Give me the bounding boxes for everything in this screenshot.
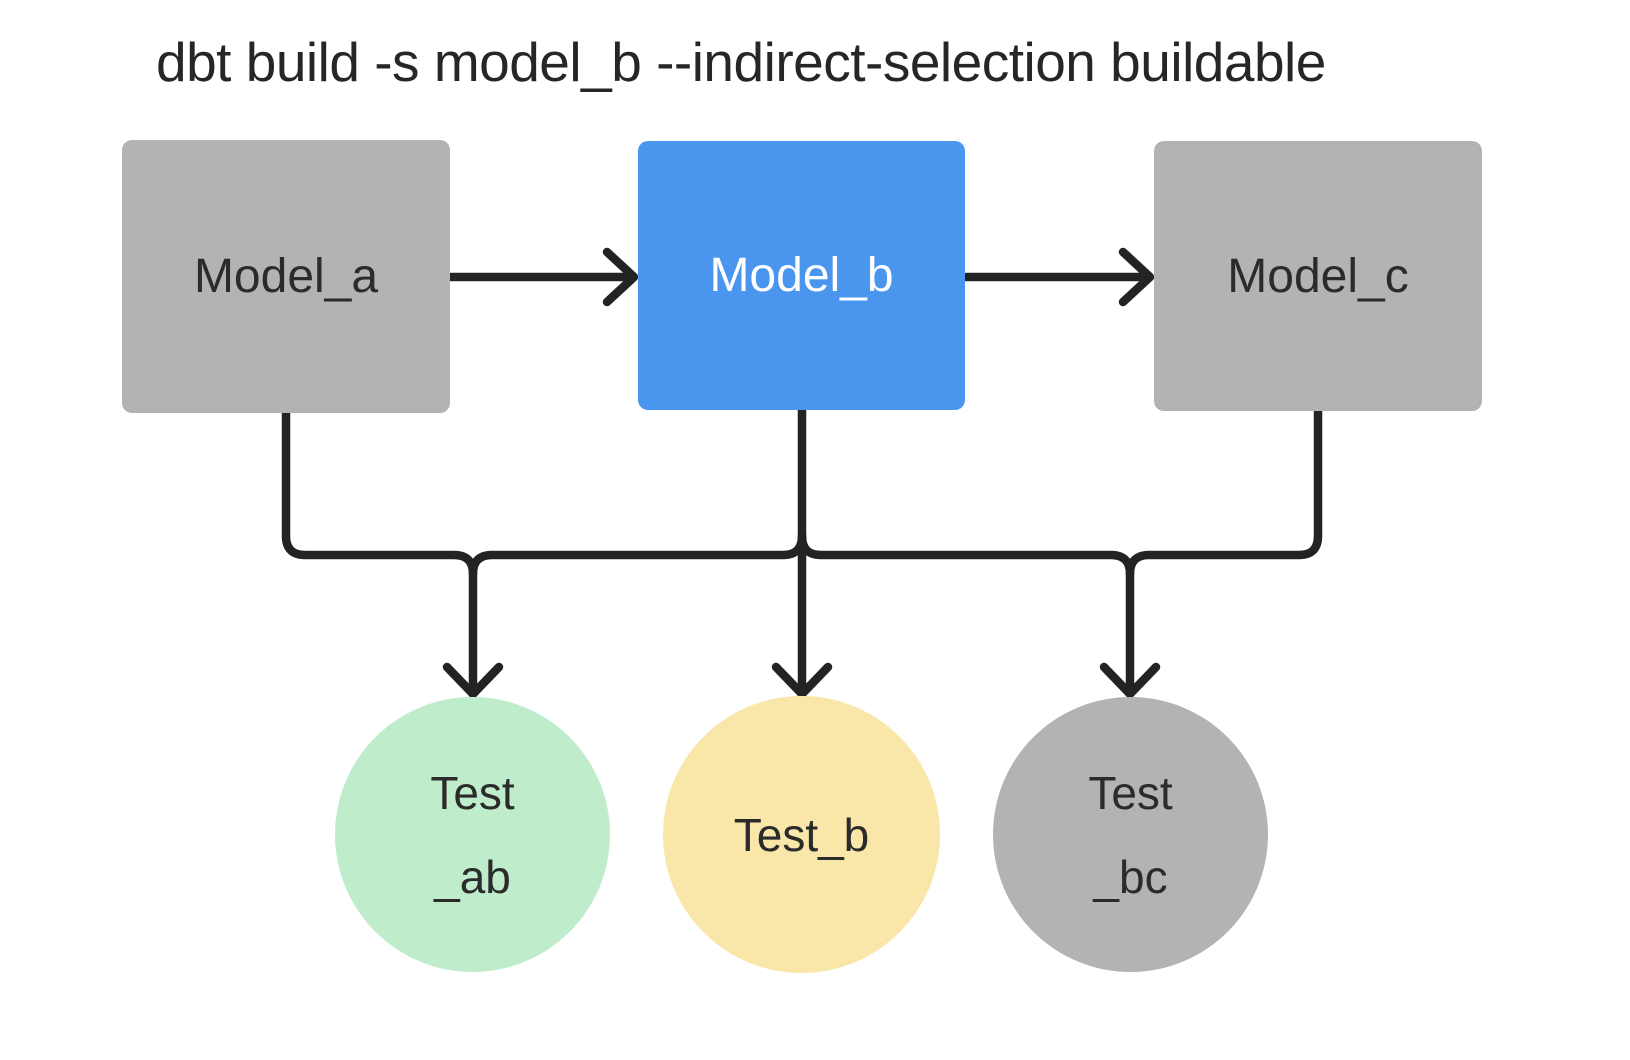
node-test-ab-label-line2: _ab <box>434 850 511 903</box>
node-model-b-label: Model_b <box>709 249 894 302</box>
node-model-a: Model_a <box>122 140 450 413</box>
node-test-bc-label-line2: _bc <box>1093 850 1168 903</box>
node-test-bc-label-line1: Test <box>1088 766 1173 819</box>
edge-model-c-to-test-bc <box>1125 406 1323 692</box>
node-test-b-label-line1: Test_b <box>733 808 870 861</box>
edge-model-b-to-test-ab <box>468 531 807 579</box>
arrowhead-down-test-ab <box>442 662 504 699</box>
node-model-a-label: Model_a <box>193 250 379 303</box>
node-test-ab-label-line1: Test <box>430 766 515 819</box>
diagram-title: dbt build -s model_b --indirect-selectio… <box>156 31 1326 93</box>
node-test-b: Test_b <box>663 696 940 973</box>
node-model-c: Model_c <box>1154 141 1482 411</box>
node-model-b: Model_b <box>638 141 965 410</box>
arrowhead-down-test-b <box>771 662 833 699</box>
edge-model-a-to-test-ab <box>281 408 478 692</box>
node-model-c-label: Model_c <box>1227 249 1409 303</box>
node-test-bc: Test _bc <box>993 697 1268 972</box>
arrowhead-right-model-c <box>1118 247 1155 307</box>
arrowhead-right-model-b <box>602 247 639 307</box>
node-test-ab: Test _ab <box>335 697 610 972</box>
edge-model-b-to-test-bc <box>797 531 1135 579</box>
arrowhead-down-test-bc <box>1099 662 1161 699</box>
